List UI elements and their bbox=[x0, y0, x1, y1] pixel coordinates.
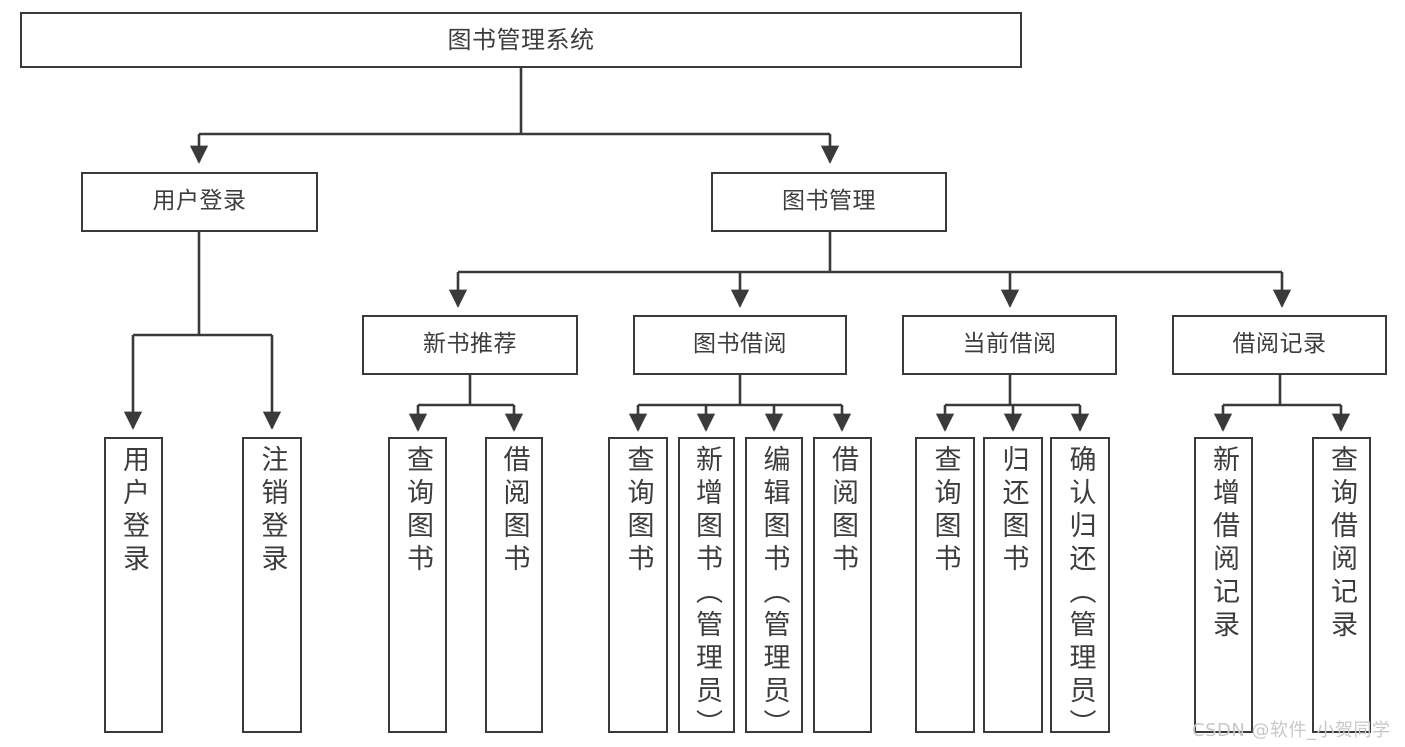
leaf-logout[interactable]: 注销登录 bbox=[242, 437, 302, 733]
leaf-borrow-add-book-admin[interactable]: 新增图书（管理员） bbox=[678, 437, 735, 742]
node-new-book-recommend[interactable]: 新书推荐 bbox=[362, 315, 578, 375]
leaf-borrow-query-book[interactable]: 查询图书 bbox=[608, 437, 668, 733]
node-label: 图书借阅 bbox=[693, 331, 787, 358]
leaf-record-add-borrow-record[interactable]: 新增借阅记录 bbox=[1194, 437, 1253, 733]
node-label: 借阅图书 bbox=[498, 445, 530, 577]
leaf-current-confirm-return-admin[interactable]: 确认归还（管理员） bbox=[1050, 437, 1110, 742]
node-current-borrow[interactable]: 当前借阅 bbox=[902, 315, 1117, 375]
leaf-recommend-query-book[interactable]: 查询图书 bbox=[388, 437, 447, 733]
node-label: 编辑图书（管理员） bbox=[758, 445, 790, 742]
node-label: 新书推荐 bbox=[423, 331, 517, 358]
node-label: 当前借阅 bbox=[962, 331, 1057, 358]
leaf-borrow-edit-book-admin[interactable]: 编辑图书（管理员） bbox=[745, 437, 803, 742]
node-label: 借阅图书 bbox=[827, 445, 858, 577]
node-label: 查询图书 bbox=[929, 445, 961, 577]
node-label: 新增图书（管理员） bbox=[691, 445, 722, 742]
node-label: 新增借阅记录 bbox=[1208, 445, 1239, 643]
leaf-user-login[interactable]: 用户登录 bbox=[104, 437, 163, 733]
node-borrow-record[interactable]: 借阅记录 bbox=[1172, 315, 1387, 375]
node-label: 查询借阅记录 bbox=[1326, 445, 1357, 643]
leaf-borrow-borrow-book[interactable]: 借阅图书 bbox=[813, 437, 872, 733]
node-root-book-management-system[interactable]: 图书管理系统 bbox=[20, 12, 1022, 68]
node-label: 归还图书 bbox=[997, 445, 1029, 577]
node-label: 注销登录 bbox=[256, 445, 288, 577]
leaf-record-query-borrow-record[interactable]: 查询借阅记录 bbox=[1312, 437, 1371, 733]
node-label: 查询图书 bbox=[402, 445, 433, 577]
leaf-current-query-book[interactable]: 查询图书 bbox=[915, 437, 975, 733]
node-label: 图书管理 bbox=[782, 188, 876, 215]
leaf-current-return-book[interactable]: 归还图书 bbox=[983, 437, 1043, 733]
node-label: 确认归还（管理员） bbox=[1064, 445, 1096, 742]
node-label: 图书管理系统 bbox=[447, 25, 595, 54]
node-user-login[interactable]: 用户登录 bbox=[81, 172, 318, 232]
leaf-recommend-borrow-book[interactable]: 借阅图书 bbox=[485, 437, 543, 733]
csdn-watermark: CSDN @软件_小贺同学 bbox=[1192, 720, 1391, 741]
node-label: 借阅记录 bbox=[1232, 331, 1327, 358]
node-label: 用户登录 bbox=[152, 188, 247, 215]
node-label: 查询图书 bbox=[622, 445, 654, 577]
node-label: 用户登录 bbox=[118, 445, 149, 577]
node-book-borrow[interactable]: 图书借阅 bbox=[633, 315, 847, 375]
node-book-management[interactable]: 图书管理 bbox=[711, 172, 947, 232]
